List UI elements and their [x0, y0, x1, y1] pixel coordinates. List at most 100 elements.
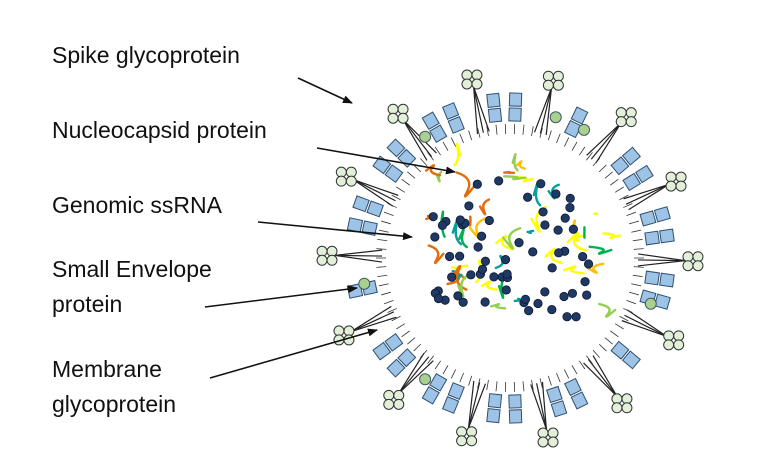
nucleocapsid-dot [433, 293, 444, 304]
membrane-protein-block [421, 385, 440, 405]
nucleocapsid-dot [567, 288, 578, 299]
lipid-line [407, 337, 416, 345]
spike-stalk [402, 119, 428, 161]
lipid-line [631, 283, 642, 287]
spike-stalk [587, 358, 618, 397]
spike-stalk [624, 314, 667, 337]
membrane-protein-block [429, 124, 448, 144]
membrane-protein [644, 228, 675, 246]
lipid-line [547, 130, 552, 141]
lipid-line [571, 365, 578, 375]
spike-head [387, 112, 399, 124]
rna-strand [455, 171, 478, 198]
spike-head [542, 79, 554, 91]
spike-head [547, 436, 559, 448]
membrane-protein [486, 92, 503, 123]
membrane-protein-block [545, 385, 563, 404]
rna-strand [544, 247, 563, 265]
lipid-line [598, 164, 607, 173]
membrane-protein [610, 340, 641, 370]
spike [583, 355, 633, 414]
nucleocapsid-dot [565, 193, 575, 203]
membrane-protein-block [346, 217, 364, 233]
lipid-line [477, 378, 481, 389]
rna-strand [478, 198, 491, 216]
membrane-protein-block [441, 102, 460, 120]
lipid-line [468, 130, 473, 141]
lipid-line [477, 127, 481, 138]
spike-stalk [637, 260, 686, 267]
membrane-protein-block [659, 228, 675, 244]
lipid-line [547, 375, 552, 386]
membrane-protein-block [570, 106, 589, 125]
lipid-line [376, 266, 387, 268]
lipid-line [396, 323, 406, 330]
lipid-line [401, 330, 410, 338]
lipid-line [486, 380, 489, 391]
lipid-line [442, 365, 449, 375]
lipid-line [434, 146, 441, 156]
spike-stalk [533, 87, 553, 133]
envelope-protein [578, 123, 590, 136]
spike [461, 69, 490, 135]
membrane-protein-block [635, 164, 654, 184]
lipid-line [614, 186, 624, 193]
label-spike-glycoprotein: Spike glycoprotein [52, 42, 240, 68]
spike-head [345, 175, 357, 187]
rna-strand [562, 265, 586, 275]
spike-stalk [539, 87, 553, 134]
lipid-line [531, 380, 534, 391]
label-small-envelope-protein-line1: Small Envelope [52, 256, 212, 282]
lipid-line [610, 330, 619, 338]
nucleocapsid-dot [447, 272, 457, 282]
envelope-protein [419, 130, 432, 143]
membrane-protein-block [653, 206, 671, 223]
lipid-line [407, 171, 416, 179]
arrow-envelope [204, 285, 358, 308]
spike-head [326, 254, 338, 266]
nucleocapsid-dot [523, 192, 533, 202]
lipid-line [604, 171, 613, 179]
membrane-protein [352, 195, 384, 218]
lipid-line [539, 378, 543, 389]
membrane-protein-block [486, 92, 501, 109]
membrane-protein [639, 206, 671, 227]
membrane-protein-block [384, 332, 404, 352]
lipid-line [387, 308, 397, 313]
nucleocapsid-dot [476, 231, 487, 241]
nucleocapsid-dot [477, 264, 488, 274]
spike-head [335, 175, 347, 187]
nucleocapsid-dot [568, 224, 579, 234]
nucleocapsid-dot [430, 232, 440, 242]
membrane-protein [441, 102, 465, 134]
spike-stalk [637, 253, 686, 262]
spike-head [466, 435, 478, 447]
nucleocapsid-dot [553, 225, 563, 235]
spike [456, 380, 487, 447]
genomic-rna [424, 142, 621, 318]
spike-stalk [473, 86, 490, 132]
spike-head [682, 260, 694, 272]
spike-head [665, 180, 677, 192]
spike-stalk [398, 356, 430, 394]
label-membrane-glycoprotein-line2: glycoprotein [52, 391, 176, 417]
nucleocapsid-dot [540, 287, 550, 297]
lipid-line [413, 343, 422, 352]
lipid-line [420, 349, 428, 358]
nucleocapsid-dot [437, 220, 448, 230]
membrane-protein-block [550, 400, 568, 418]
spike-head [393, 398, 405, 410]
lipid-line [629, 220, 639, 225]
spike-stalk [623, 183, 669, 200]
lipid-line [619, 194, 629, 201]
envelope-protein [549, 111, 562, 124]
spike-stalk [350, 311, 395, 333]
spike-head [615, 116, 627, 128]
virion [316, 69, 704, 448]
rna-strand [602, 232, 621, 240]
lipid-line [614, 323, 624, 330]
membrane-protein-block [447, 382, 465, 400]
nucleocapsid-dot [458, 297, 468, 307]
membrane-protein [508, 92, 523, 122]
